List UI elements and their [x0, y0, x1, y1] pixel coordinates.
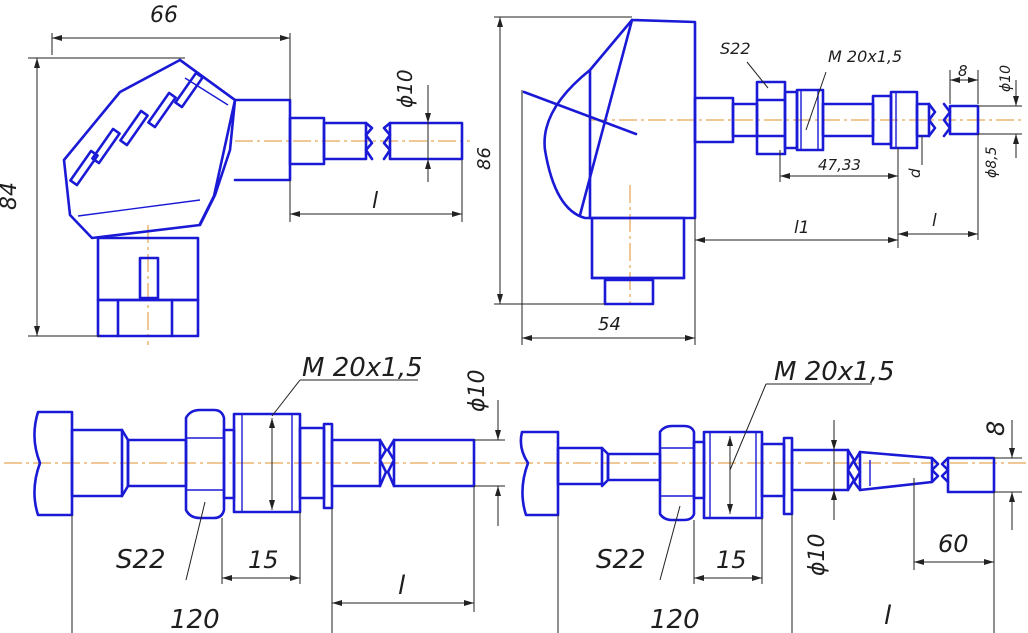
tip-length-60: 60: [938, 530, 969, 558]
length-l-right-label: l: [932, 211, 937, 231]
thread-label: M 20x1,5: [828, 47, 902, 66]
probe-diameter-label: ϕ10: [805, 533, 830, 576]
tip-diameter-small-label: ϕ8,5: [984, 146, 1000, 178]
bottom-left-view: M 20x1,5 ϕ10 S22 15 l 120: [4, 353, 510, 633]
height-dim-84: 84: [0, 182, 22, 210]
tip-diameter-8: 8: [982, 421, 1010, 436]
head-cover: [62, 58, 237, 240]
width-dim-66: 66: [150, 3, 178, 28]
total-length-120: 120: [170, 605, 220, 633]
length-dim-47-33: 47,33: [818, 156, 861, 174]
top-left-view: 66 84 ϕ10 l: [0, 3, 470, 345]
length-l-label: l: [884, 601, 892, 631]
tip-length-8: 8: [958, 62, 968, 80]
width-dim-54: 54: [598, 314, 621, 335]
thread-label: M 20x1,5: [302, 353, 423, 383]
probe-diameter-label: ϕ10: [465, 369, 490, 412]
top-right-view: 86 54 S22 M 20x1,5 47,33 d l1 l 8 ϕ10 ϕ8…: [474, 16, 1022, 345]
wrench-size-label: S22: [720, 39, 751, 58]
height-dim-86: 86: [474, 147, 495, 170]
wrench-size-label: S22: [596, 545, 646, 575]
thread-length-15: 15: [248, 546, 279, 574]
diameter-d-label: d: [906, 168, 924, 178]
thread-label: M 20x1,5: [774, 357, 895, 387]
length-l-label: l: [372, 189, 378, 214]
bottom-right-view: M 20x1,5 8 ϕ10 S22 15 60 l 120: [515, 357, 1026, 633]
tip-diameter-label: ϕ10: [998, 65, 1014, 92]
total-length-120: 120: [650, 605, 700, 633]
length-l-label: l: [398, 571, 406, 601]
wrench-size-label: S22: [116, 545, 166, 575]
probe-diameter-label: ϕ10: [393, 69, 417, 108]
length-l1-label: l1: [794, 218, 810, 238]
thread-length-15: 15: [716, 546, 747, 574]
